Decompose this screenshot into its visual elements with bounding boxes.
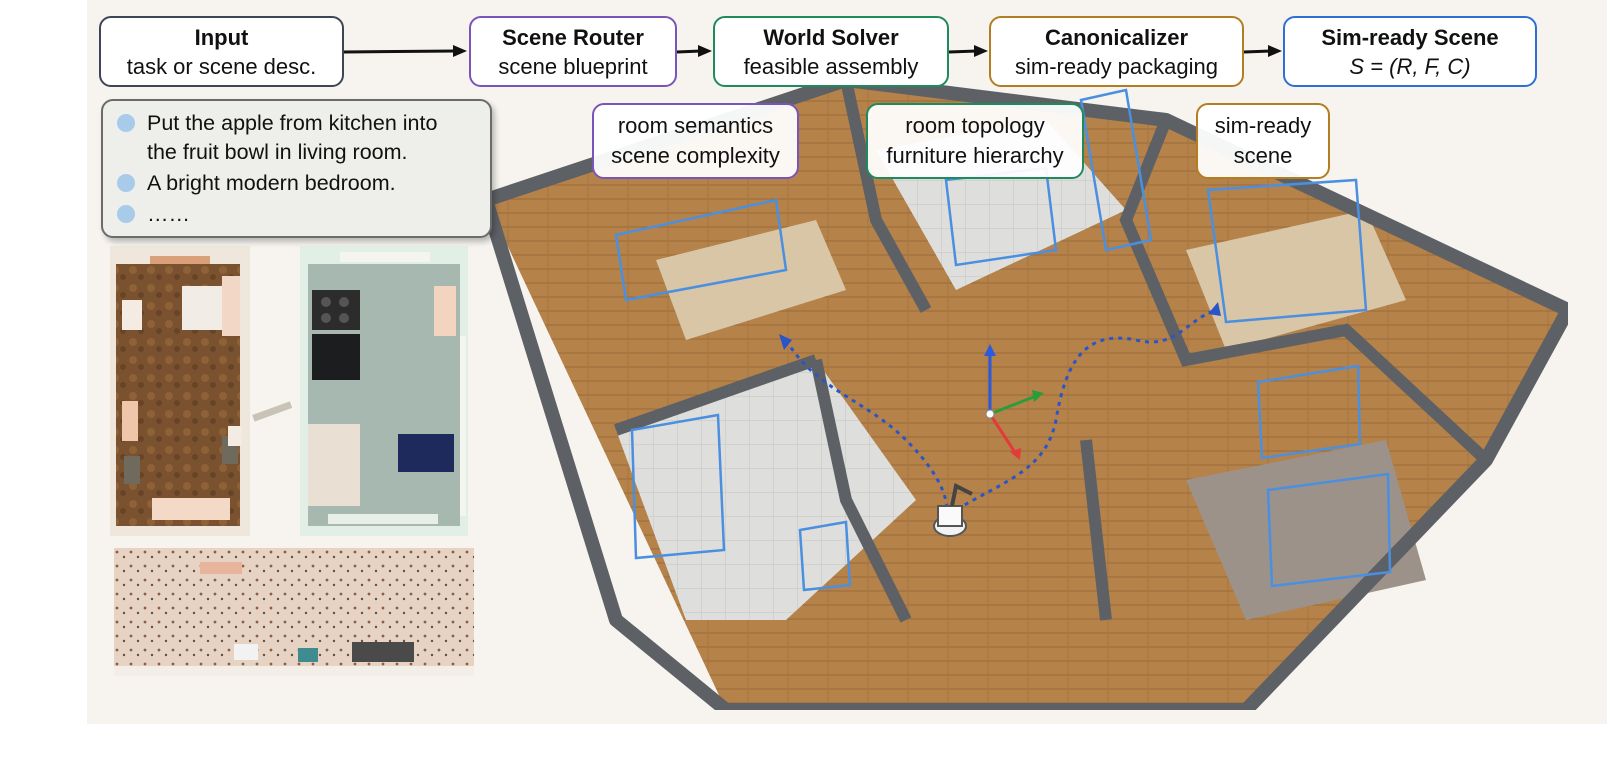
prompt-text: Put the apple from kitchen into xyxy=(147,111,438,135)
stage-title: World Solver xyxy=(763,24,899,50)
stage-subtitle: task or scene desc. xyxy=(126,53,317,79)
prompt-item: …… xyxy=(117,200,480,229)
stage-subtitle: feasible assembly xyxy=(743,53,919,79)
example-prompts-box: Put the apple from kitchen into the frui… xyxy=(101,99,492,238)
stage-title: Input xyxy=(194,24,249,50)
detail-line: room topology xyxy=(905,113,1045,138)
prompt-text: A bright modern bedroom. xyxy=(147,171,396,195)
bullet-icon xyxy=(117,114,135,132)
bullet-icon xyxy=(117,205,135,223)
pipeline-arrows xyxy=(343,45,1282,57)
prompt-text: …… xyxy=(147,202,190,226)
detail-line: scene complexity xyxy=(611,143,780,168)
topdown-kitchen-room-render xyxy=(300,246,468,536)
world-solver-stage-box: World Solver feasible assembly xyxy=(713,16,949,87)
stage-subtitle: scene blueprint xyxy=(498,53,648,79)
topdown-living-room-render xyxy=(110,246,250,536)
canonicalizer-stage-box: Canonicalizer sim-ready packaging xyxy=(989,16,1244,87)
scene-router-stage-box: Scene Router scene blueprint xyxy=(469,16,677,87)
sim-ready-scene-stage-box: Sim-ready Scene S = (R, F, C) xyxy=(1283,16,1537,87)
detail-line: sim-ready xyxy=(1214,113,1312,138)
scene-router-detail-box: room semantics scene complexity xyxy=(592,103,799,179)
detail-line: furniture hierarchy xyxy=(886,143,1064,168)
input-stage-box: Input task or scene desc. xyxy=(99,16,344,87)
detail-line: room semantics xyxy=(617,113,774,138)
prompt-item: A bright modern bedroom. xyxy=(117,169,480,198)
stage-subtitle: sim-ready packaging xyxy=(1015,53,1218,79)
world-solver-detail-box: room topology furniture hierarchy xyxy=(866,103,1084,179)
bullet-icon xyxy=(117,174,135,192)
thumb-connector xyxy=(252,401,293,422)
detail-line: scene xyxy=(1233,143,1293,168)
prompt-item: Put the apple from kitchen into the frui… xyxy=(117,109,480,167)
stage-title: Scene Router xyxy=(502,24,644,50)
prompt-text: the fruit bowl in living room. xyxy=(147,140,408,164)
canonicalizer-detail-box: sim-ready scene xyxy=(1196,103,1330,179)
stage-formula: S = (R, F, C) xyxy=(1349,53,1471,79)
stage-title: Canonicalizer xyxy=(1044,24,1189,50)
stage-title: Sim-ready Scene xyxy=(1321,24,1499,50)
apartment-isometric-render xyxy=(486,73,1568,710)
topdown-corridor-render xyxy=(114,548,474,676)
